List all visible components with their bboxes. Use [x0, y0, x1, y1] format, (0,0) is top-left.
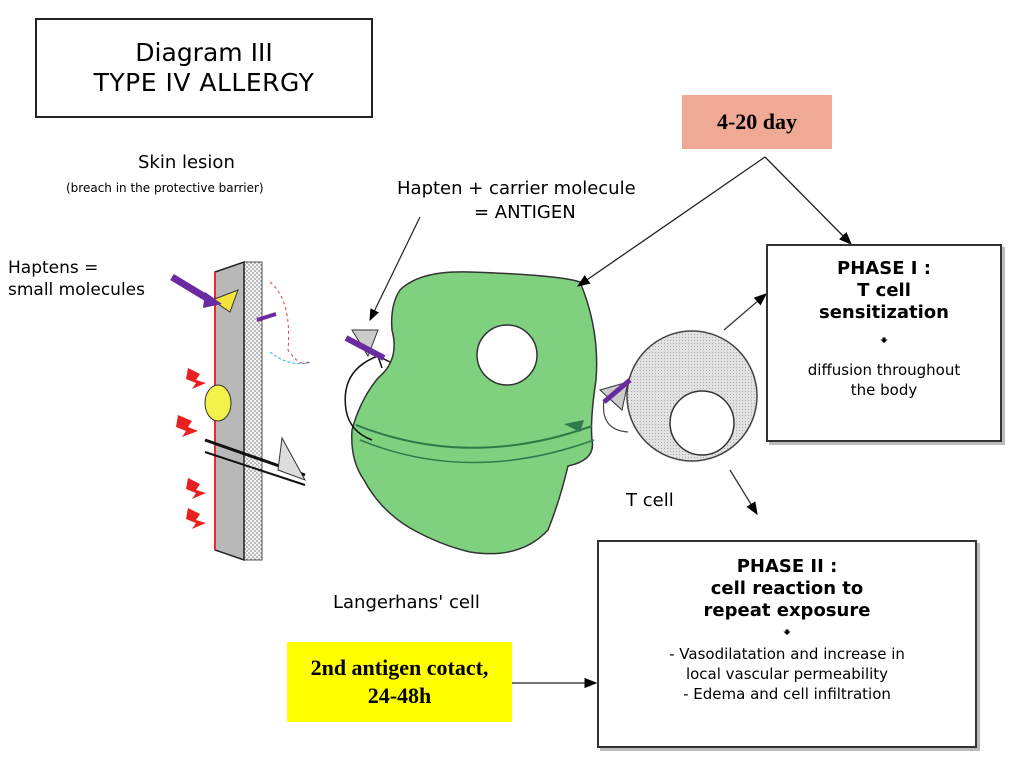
phase1-heading-line3: sensitization — [819, 302, 949, 323]
second-contact-line1: 2nd antigen cotact, — [310, 655, 489, 680]
title-line2: TYPE IV ALLERGY — [93, 68, 315, 97]
phase2-heading-line2: cell reaction to — [710, 578, 864, 599]
title-line1: Diagram III — [135, 38, 273, 67]
phase2-heading-line1: PHASE II : — [736, 556, 838, 577]
langerhans-nucleus — [476, 324, 538, 386]
phase2-body-line2: local vascular permeability — [685, 665, 889, 683]
phase1-body-line1: diffusion throughout — [807, 361, 961, 379]
phase2-heading-line3: repeat exposure — [703, 600, 871, 621]
skin-strip — [204, 260, 313, 562]
antigen-label-line1: Hapten + carrier molecule — [397, 178, 636, 199]
hapten-arrows — [170, 274, 277, 322]
second-contact-tag: 2nd antigen cotact, 24-48h — [287, 642, 512, 722]
phase1-heading-line1: PHASE I : — [837, 258, 931, 279]
phase2-down-arrow-icon: 🠻 — [782, 625, 792, 641]
langerhans-label: Langerhans' cell — [333, 592, 480, 613]
phase2-body-line1: - Vasodilatation and increase in — [669, 645, 905, 663]
phase2-box: PHASE II : cell reaction to repeat expos… — [597, 540, 977, 748]
day-tag: 4-20 day — [682, 95, 832, 149]
phase1-body-line2: the body — [850, 381, 918, 399]
phase1-down-arrow-icon: 🠻 — [879, 333, 889, 349]
antigen-label-line2: = ANTIGEN — [474, 202, 576, 223]
phase2-body-line3: - Edema and cell infiltration — [683, 685, 891, 703]
t-cell-label: T cell — [626, 490, 674, 511]
skin-lesion-label: Skin lesion — [138, 152, 235, 173]
second-contact-line2: 24-48h — [367, 683, 432, 708]
phase1-box: PHASE I : T cell sensitization 🠻 diffusi… — [766, 244, 1002, 442]
phase1-heading-line2: T cell — [857, 280, 911, 301]
skin-lesion-sublabel: (breach in the protective barrier) — [66, 181, 264, 195]
t-cell-nucleus — [669, 390, 735, 456]
red-marks — [176, 368, 206, 529]
langerhans-cell — [351, 271, 598, 555]
title-box: Diagram III TYPE IV ALLERGY — [35, 18, 373, 118]
haptens-label-line2: small molecules — [8, 280, 145, 300]
haptens-label-line1: Haptens = — [8, 258, 99, 278]
